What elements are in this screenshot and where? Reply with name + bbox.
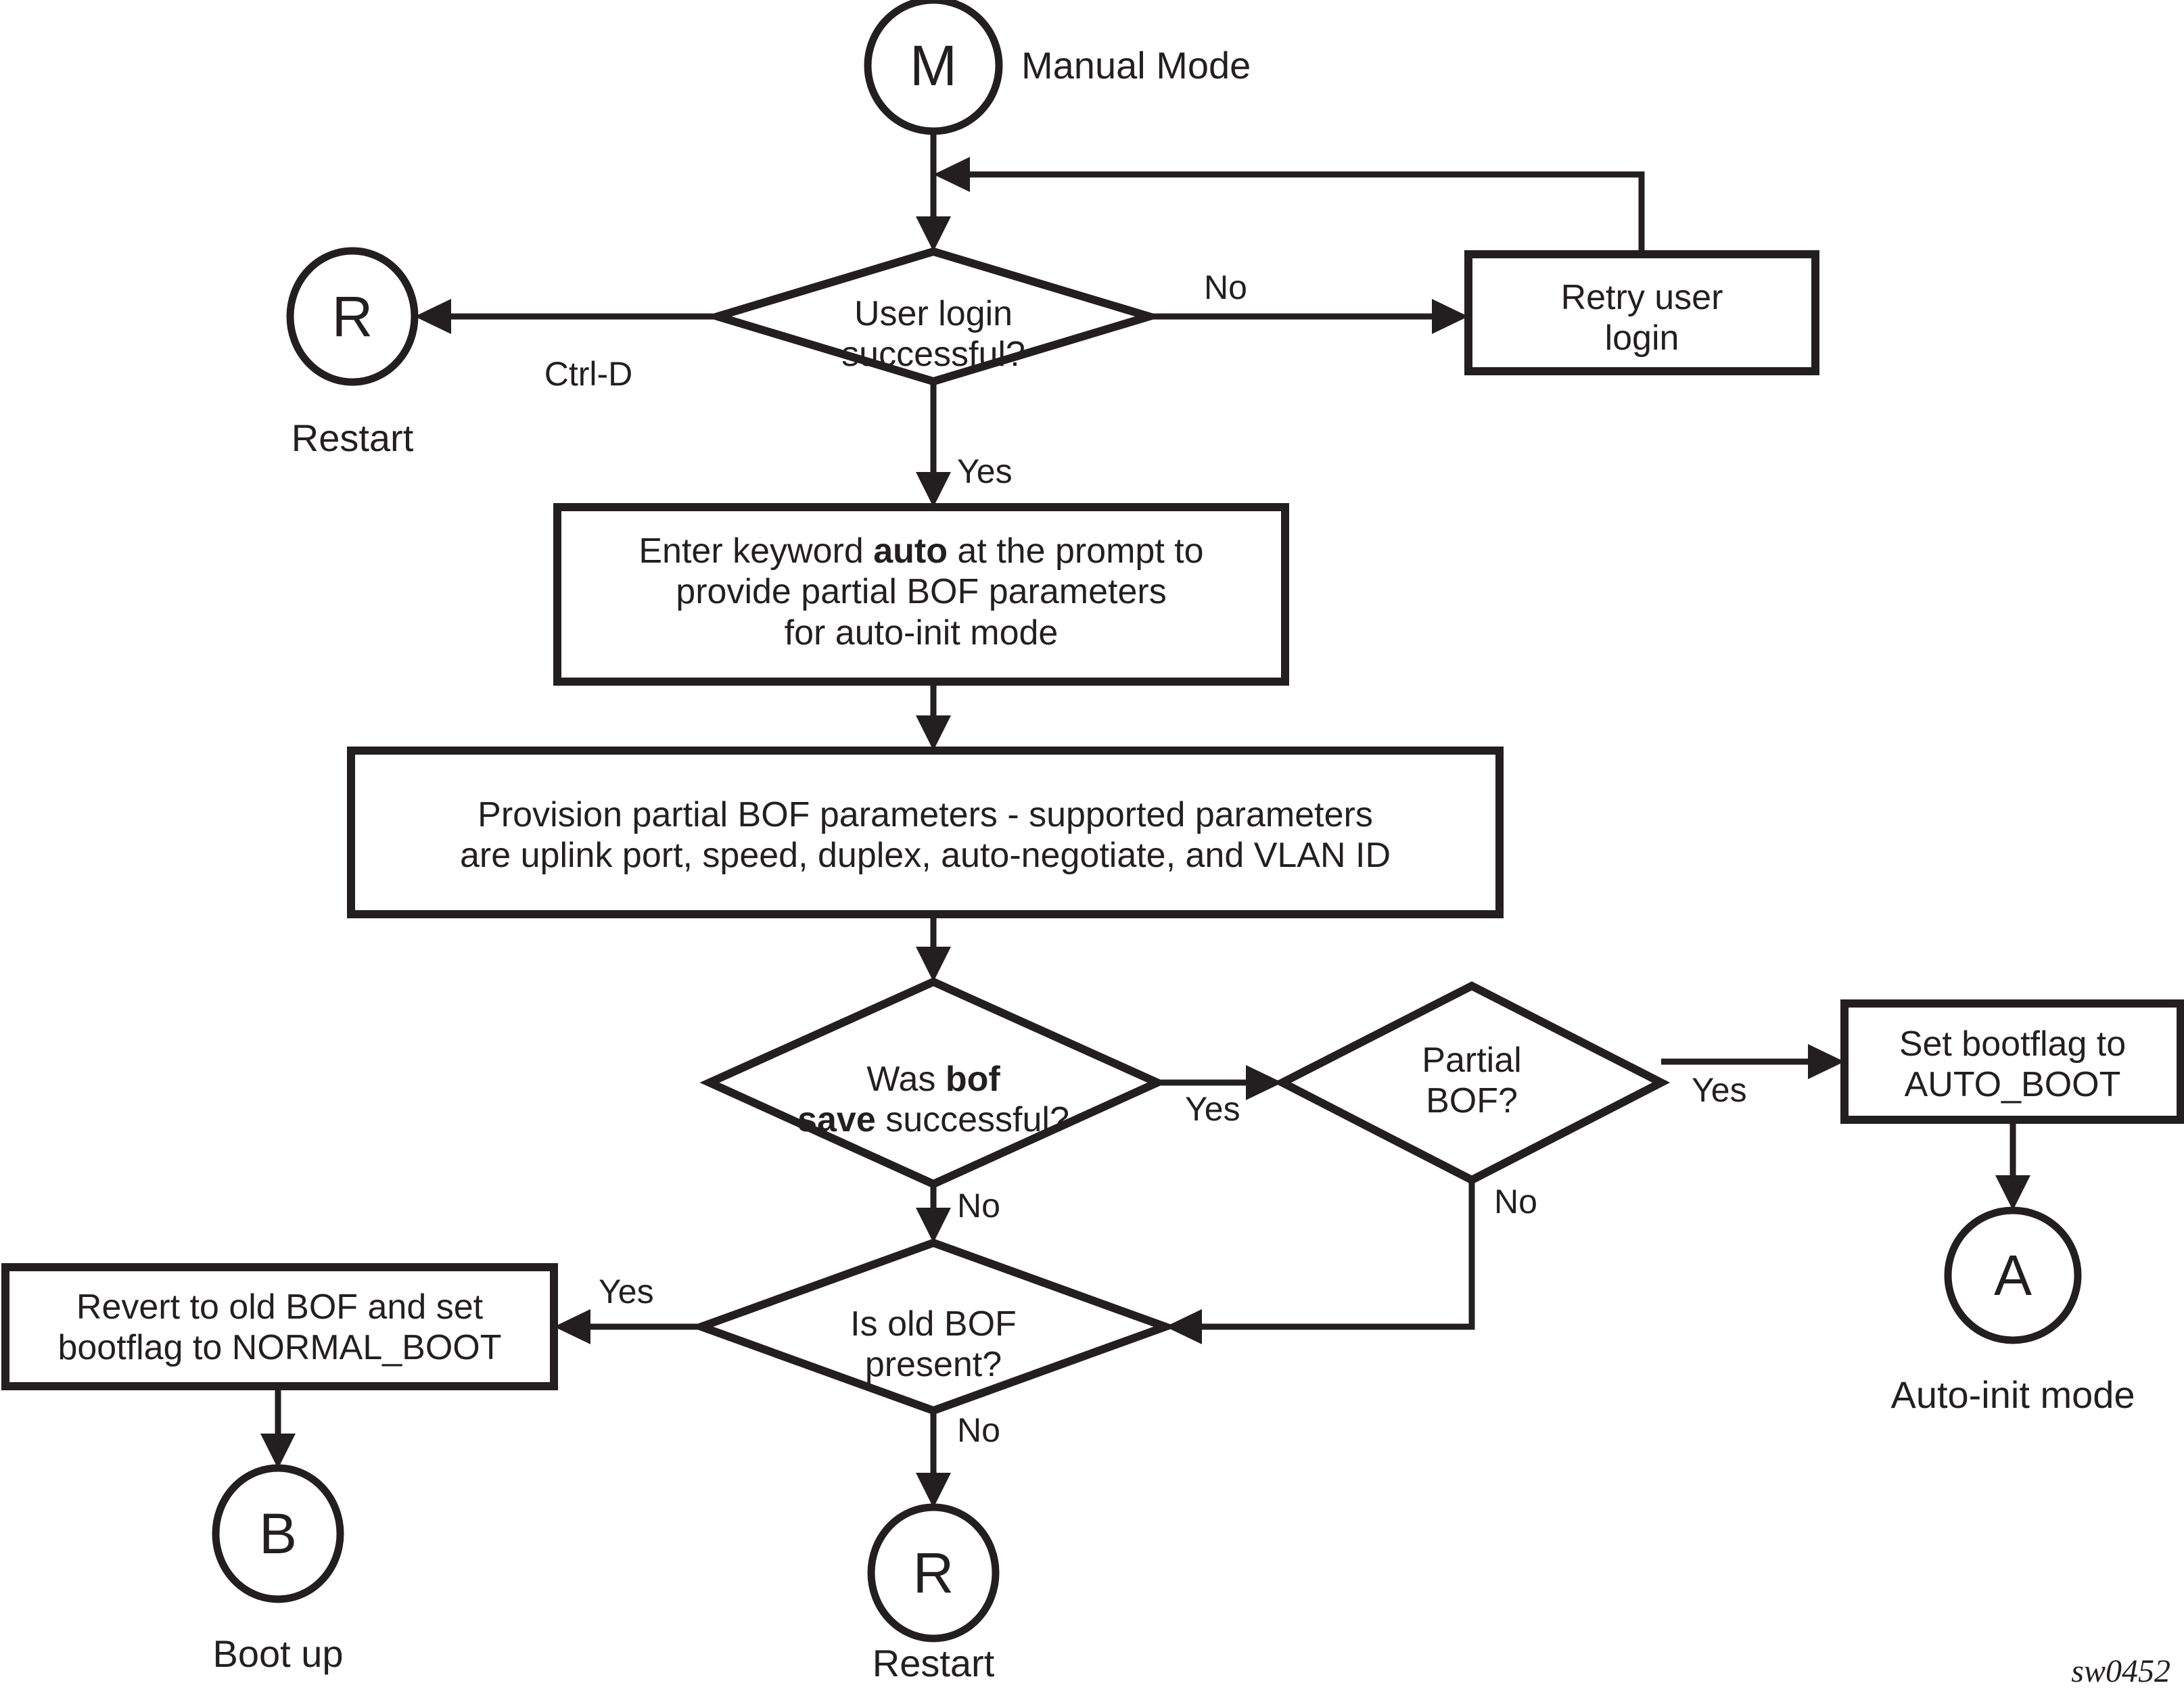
auto-init-caption: Auto-init mode <box>1890 1373 2135 1416</box>
edge-label-partial-no: No <box>1494 1183 1537 1221</box>
decision-bof-save-line2-post: successful? <box>875 1100 1069 1140</box>
arrowhead-login-yes-to-auto <box>916 472 951 507</box>
arrowhead-bootflag-to-autoinit <box>1995 1175 2030 1210</box>
edge-label-login-no: No <box>1204 268 1247 306</box>
set-bootflag-autoboot-line2: AUTO_BOOT <box>1904 1065 2121 1105</box>
arrowhead-bofsave-yes-to-partial <box>1246 1065 1282 1100</box>
arrowhead-oldbof-yes-to-revert <box>554 1309 590 1344</box>
arrowhead-retry-loopback <box>933 157 970 192</box>
enter-keyword-auto-text: Enter keyword auto at the prompt to prov… <box>557 531 1285 653</box>
restart-top-caption: Restart <box>291 417 414 459</box>
edge-label-oldbof-no: No <box>957 1411 1000 1449</box>
arrowhead-partial-yes-to-bootflag <box>1808 1044 1844 1079</box>
arrowhead-auto-to-provision <box>916 715 951 751</box>
revert-old-bof-line2: bootflag to NORMAL_BOOT <box>57 1328 502 1368</box>
restart-bottom-caption: Restart <box>872 1642 995 1684</box>
revert-old-bof-text: Revert to old BOF and set bootflag to NO… <box>5 1287 554 1369</box>
edge-retry-loopback <box>947 171 1645 254</box>
edge-partial-no-to-oldbof <box>1180 1180 1475 1330</box>
arrowhead-oldbof-no-to-restart <box>916 1473 951 1508</box>
start-manual-caption: Manual Mode <box>1021 44 1251 87</box>
decision-partial-bof-line1: Partial <box>1422 1041 1522 1080</box>
arrowhead-login-to-retry <box>1432 299 1468 334</box>
figure-id-watermark: sw0452 <box>2071 1653 2170 1689</box>
edge-label-bofsave-no: No <box>957 1187 1000 1225</box>
set-bootflag-autoboot-text: Set bootflag to AUTO_BOOT <box>1844 1024 2181 1106</box>
decision-bof-save-save-keyword: save <box>797 1100 876 1140</box>
arrowhead-start-to-login <box>916 216 951 252</box>
decision-old-bof-line2: present? <box>864 1345 1002 1385</box>
decision-bof-save-text: Was bof save successful? <box>730 1059 1136 1141</box>
enter-keyword-auto-keyword: auto <box>873 531 948 571</box>
start-manual-letter: M <box>910 34 957 97</box>
decision-bof-save-line1-pre: Was <box>866 1060 946 1099</box>
arrowhead-revert-to-bootup <box>260 1434 296 1469</box>
restart-top-letter: R <box>331 285 373 348</box>
edge-label-login-yes: Yes <box>957 452 1013 490</box>
decision-old-bof-line1: Is old BOF <box>850 1304 1017 1344</box>
edge-label-bofsave-yes: Yes <box>1185 1090 1240 1128</box>
edge-label-oldbof-yes: Yes <box>599 1273 654 1310</box>
arrowhead-partial-no-to-oldbof <box>1165 1309 1202 1344</box>
decision-partial-bof-line2: BOF? <box>1426 1081 1518 1121</box>
provision-partial-bof-box[interactable] <box>347 747 1504 918</box>
enter-keyword-auto-line3: for auto-init mode <box>784 613 1059 653</box>
enter-keyword-auto-line1-post: at the prompt to <box>947 531 1204 571</box>
enter-keyword-auto-box[interactable] <box>553 503 1289 686</box>
decision-bof-save-line1: Was bof <box>730 1059 1136 1100</box>
edge-label-partial-yes: Yes <box>1692 1071 1747 1109</box>
provision-partial-bof-text: Provision partial BOF parameters - suppo… <box>351 795 1500 876</box>
provision-partial-bof-line1: Provision partial BOF parameters - suppo… <box>478 795 1373 834</box>
enter-keyword-auto-line1-pre: Enter keyword <box>638 531 874 571</box>
decision-user-login-text: User login successful? <box>730 293 1136 375</box>
decision-bof-save-bof-keyword: bof <box>945 1060 1000 1099</box>
decision-user-login-line2: successful? <box>841 335 1025 375</box>
arrowhead-bofsave-no-to-oldbof <box>916 1208 951 1243</box>
edge-label-ctrl-d: Ctrl-D <box>544 355 633 393</box>
decision-old-bof-text: Is old BOF present? <box>744 1304 1123 1386</box>
auto-init-letter: A <box>1993 1244 2032 1307</box>
enter-keyword-auto-line1: Enter keyword auto at the prompt to <box>557 531 1285 571</box>
arrowhead-login-to-restart <box>415 299 451 334</box>
retry-user-login-box[interactable] <box>1464 250 1819 375</box>
set-bootflag-autoboot-line1: Set bootflag to <box>1899 1024 2127 1064</box>
arrowhead-provision-to-bofsave <box>916 947 951 982</box>
retry-user-login-text: Retry user login <box>1468 277 1815 359</box>
boot-up-caption: Boot up <box>212 1632 344 1675</box>
revert-old-bof-line1: Revert to old BOF and set <box>76 1287 484 1327</box>
enter-keyword-auto-line2: provide partial BOF parameters <box>676 572 1167 612</box>
decision-user-login-line1: User login <box>854 294 1013 333</box>
decision-partial-bof-text: Partial BOF? <box>1337 1040 1607 1122</box>
decision-bof-save-line2: save successful? <box>730 1100 1136 1140</box>
provision-partial-bof-line2: are uplink port, speed, duplex, auto-neg… <box>460 836 1391 876</box>
restart-bottom-letter: R <box>912 1541 954 1605</box>
retry-user-login-line2: login <box>1604 318 1679 358</box>
retry-user-login-line1: Retry user <box>1560 278 1723 317</box>
boot-up-letter: B <box>258 1502 298 1565</box>
